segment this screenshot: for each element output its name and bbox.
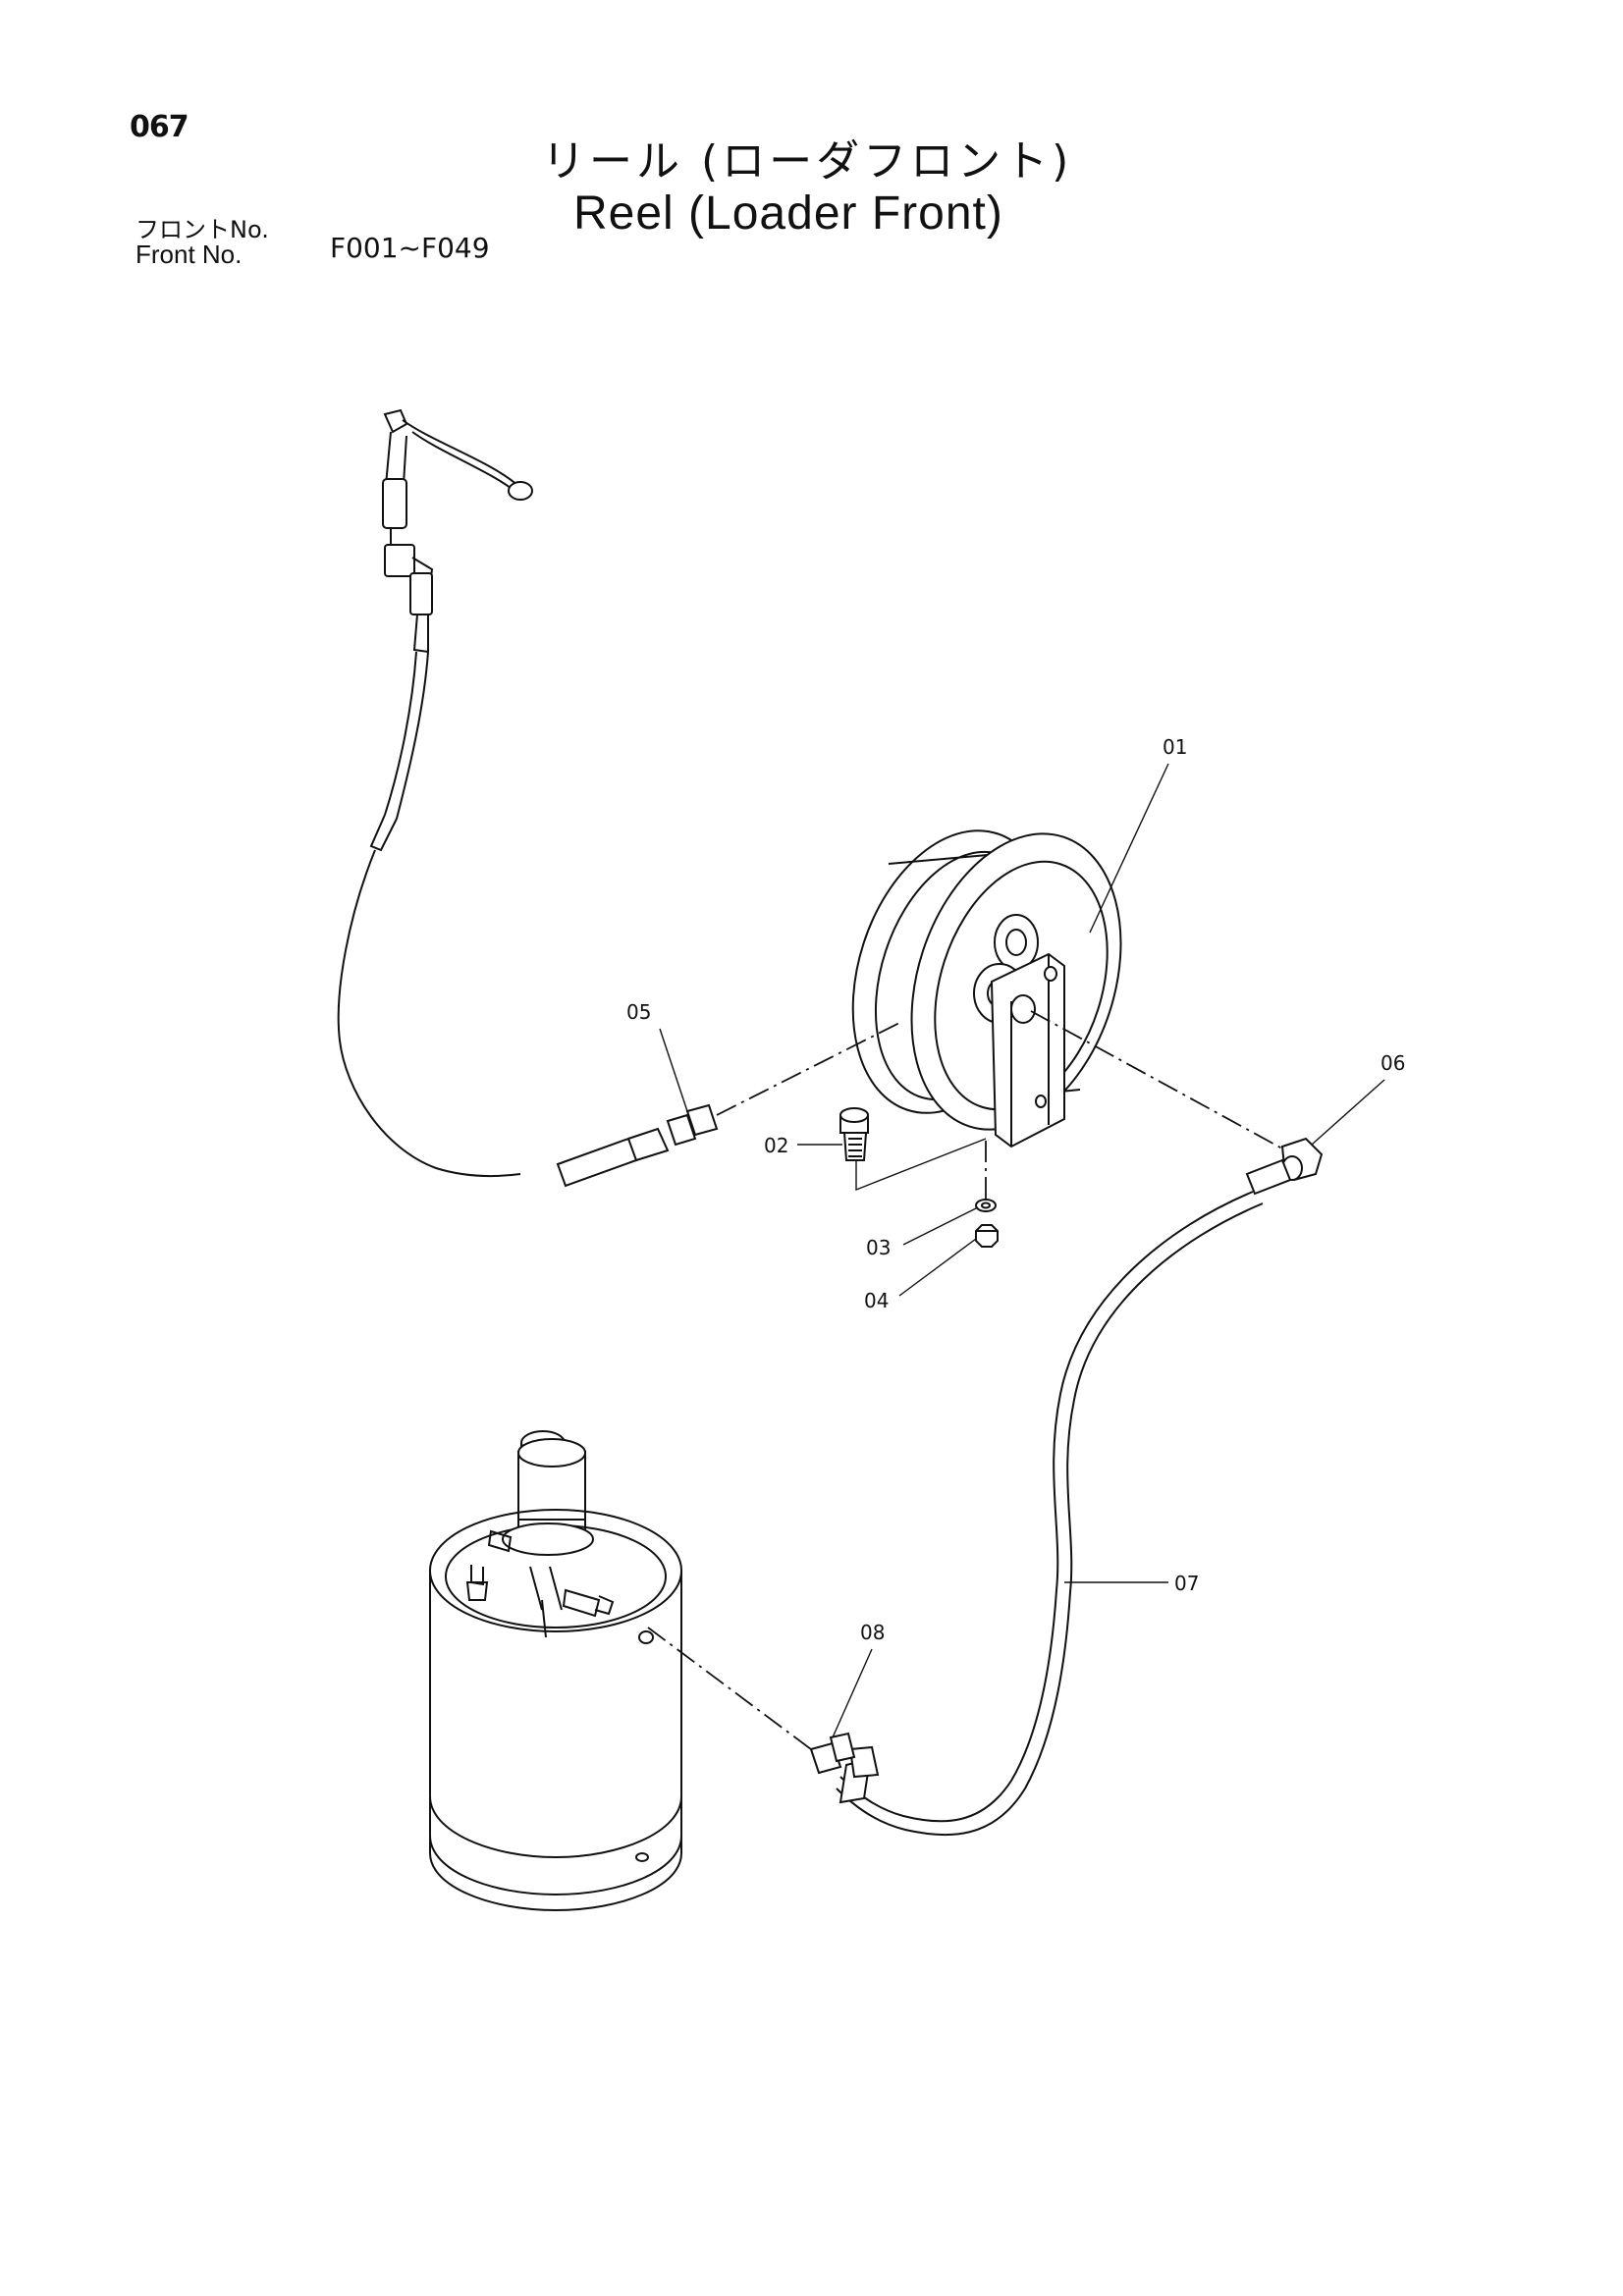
hose-end-fitting-drawing bbox=[556, 1020, 904, 1188]
bolt-washer-nut-drawing bbox=[839, 1107, 999, 1248]
front-number-label-english: Front No. bbox=[135, 240, 243, 269]
grease-gun-drawing bbox=[337, 408, 533, 1177]
title-japanese: リール (ローダフロント) bbox=[542, 136, 1073, 187]
title-english: Reel (Loader Front) bbox=[573, 187, 1003, 240]
callout-04: 04 bbox=[864, 1289, 889, 1312]
callout-07: 07 bbox=[1174, 1572, 1199, 1595]
leader-lines bbox=[659, 763, 1385, 1738]
callout-03: 03 bbox=[866, 1236, 891, 1259]
lower-fitting-drawing bbox=[647, 1627, 880, 1804]
callout-05: 05 bbox=[626, 1000, 651, 1024]
callout-01: 01 bbox=[1163, 735, 1187, 759]
front-number-label-japanese: フロントNo. bbox=[135, 216, 269, 243]
page-number: 067 bbox=[130, 110, 189, 144]
front-number-range: F001~F049 bbox=[330, 232, 490, 264]
elbow-and-hose-drawing bbox=[836, 1137, 1324, 1837]
grease-pump-drum-drawing bbox=[429, 1430, 682, 1912]
callout-08: 08 bbox=[860, 1621, 885, 1644]
hose-reel-drawing bbox=[851, 829, 1292, 1201]
callout-06: 06 bbox=[1380, 1051, 1405, 1075]
callout-02: 02 bbox=[764, 1134, 788, 1157]
